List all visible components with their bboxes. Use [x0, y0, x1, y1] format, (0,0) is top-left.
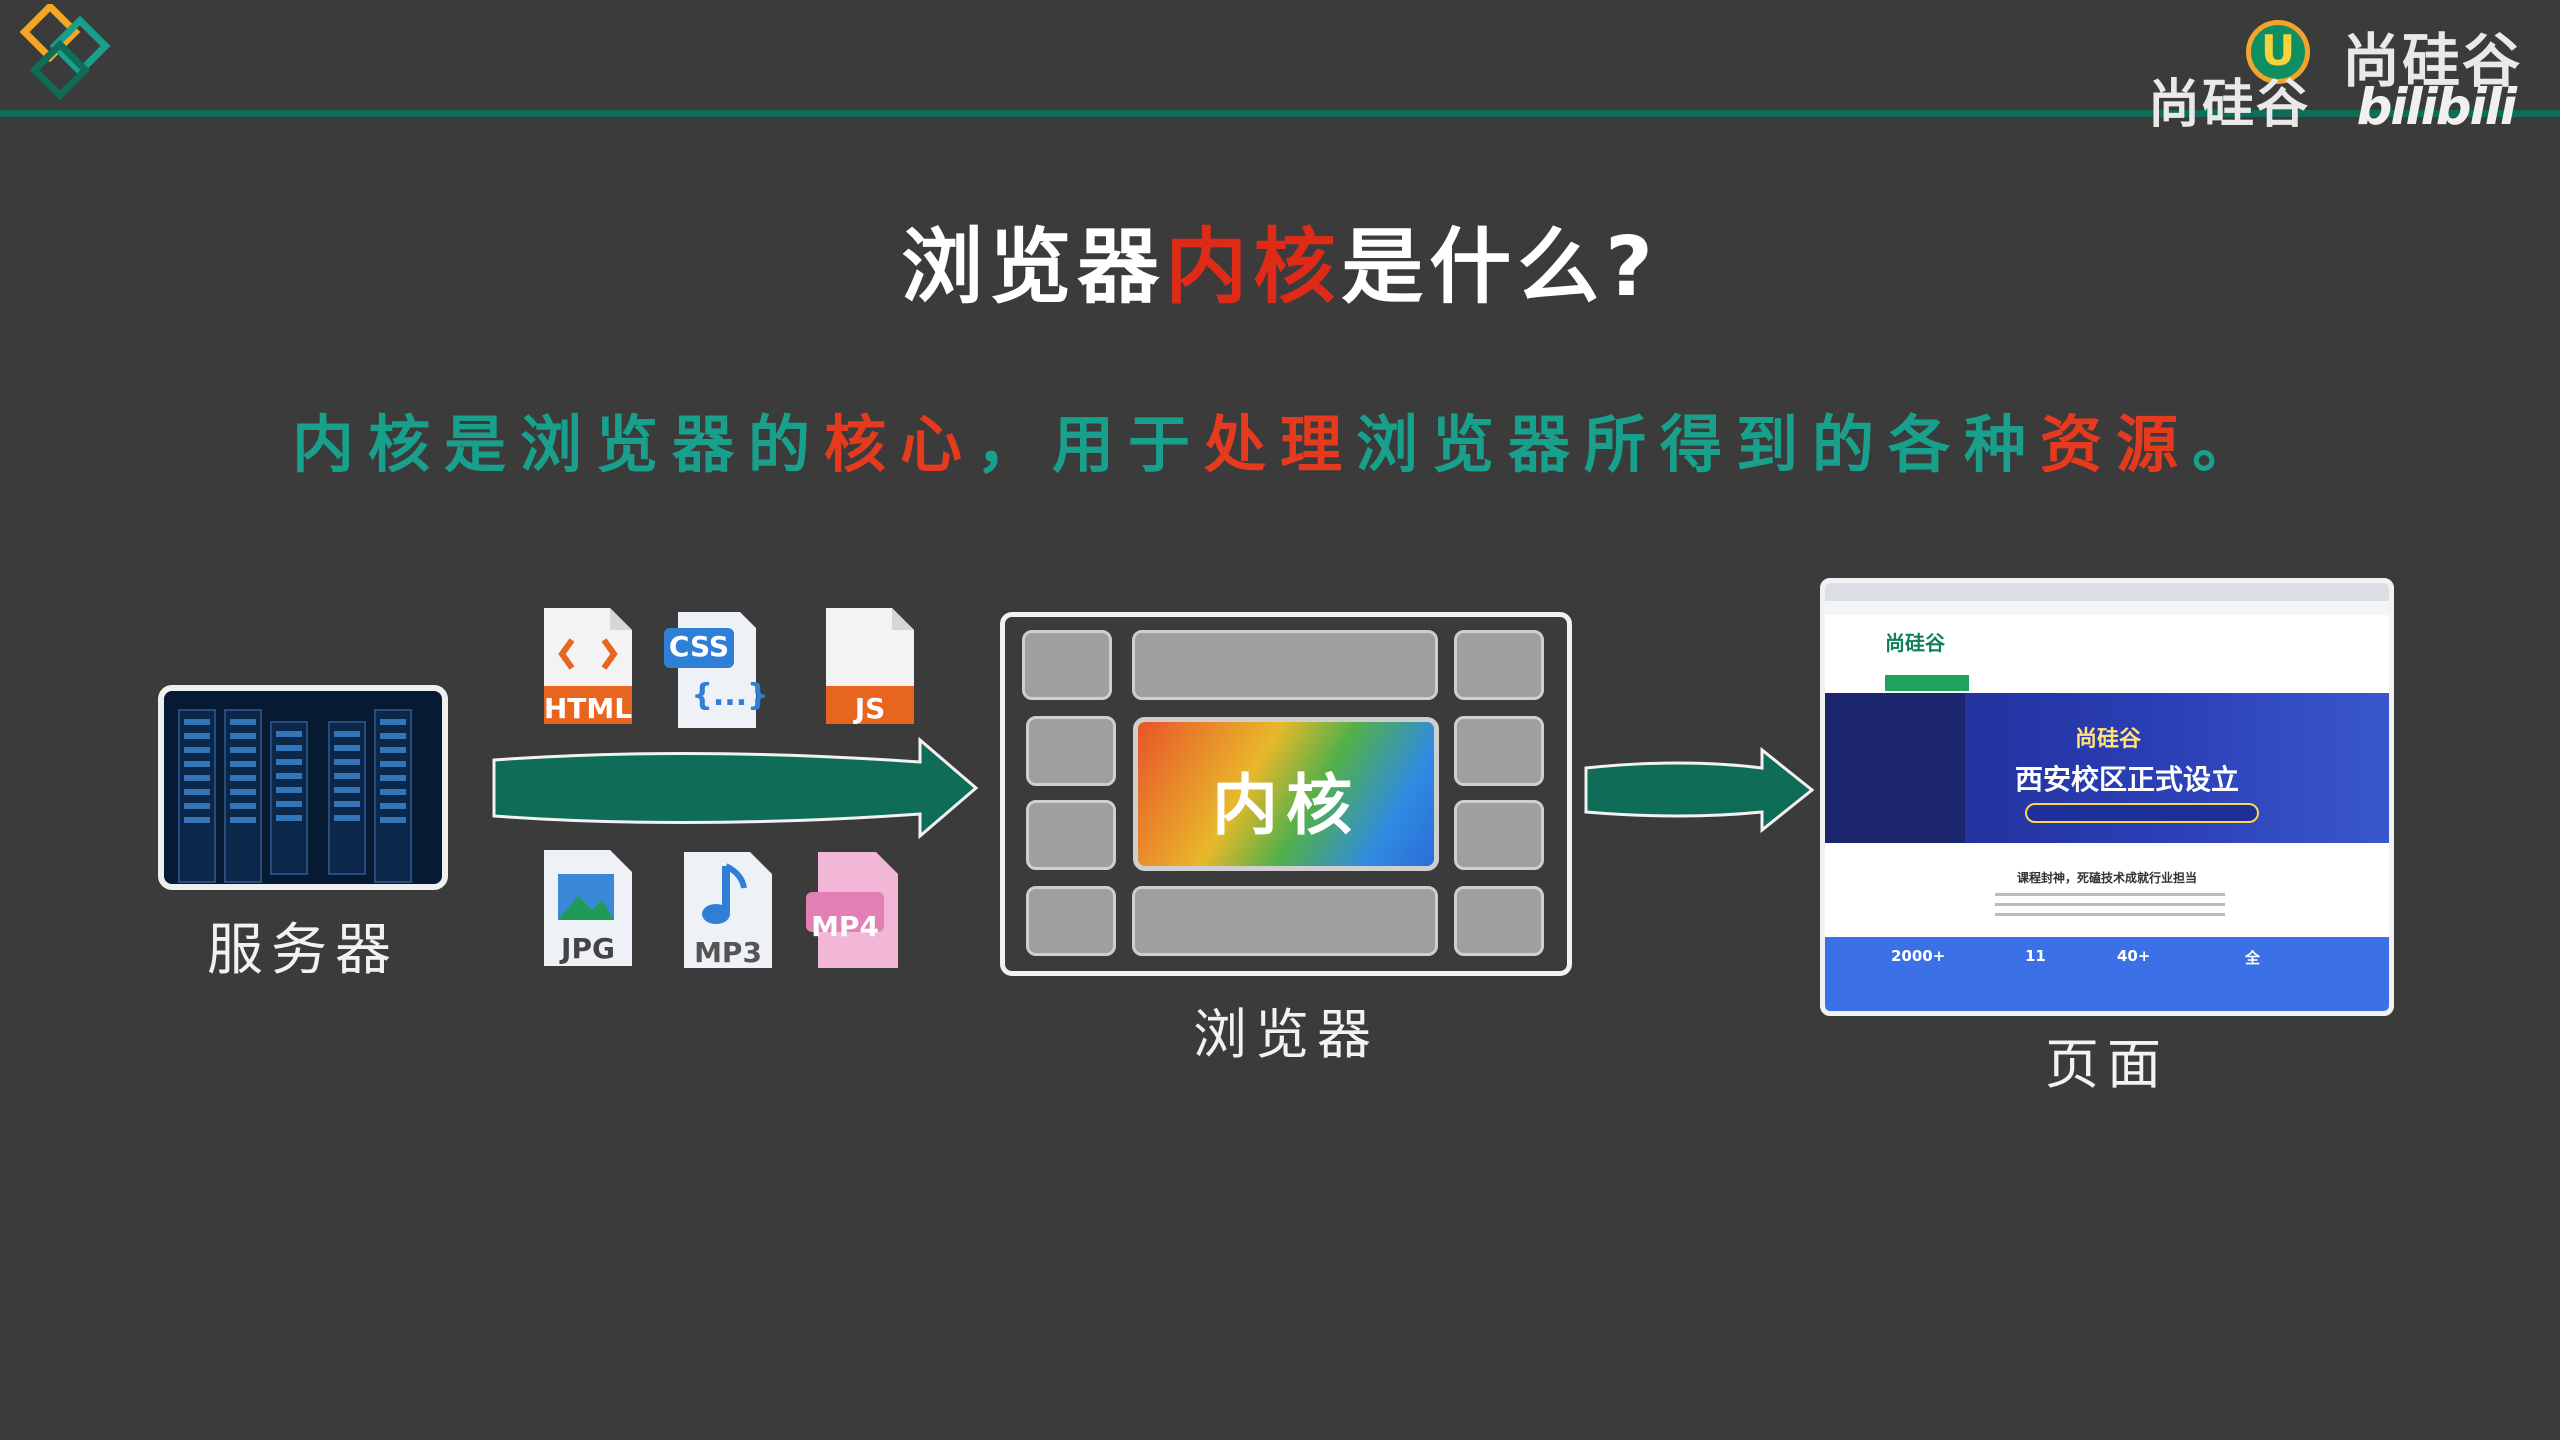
browser-cell	[1454, 800, 1544, 870]
subtitle-red-3: 资源	[2040, 408, 2193, 481]
page-banner-brand: 尚硅谷	[2075, 727, 2142, 752]
browser-box	[1000, 612, 1572, 976]
page-label: 页面	[2045, 1033, 2169, 1096]
corner-diamond-logo-icon	[19, 4, 111, 101]
css-braces: {...}	[691, 678, 769, 713]
mp4-file-label: MP4	[811, 910, 879, 943]
mp3-file-label: MP3	[694, 936, 762, 969]
page-stat: 全	[2245, 949, 2261, 967]
mp4-file-icon	[806, 852, 898, 968]
page-sidebar	[1825, 693, 1965, 843]
slide-subtitle: 内核是浏览器的核心，用于处理浏览器所得到的各种资源。	[0, 394, 2560, 484]
subtitle-seg-2: ，用于	[975, 408, 1204, 481]
js-file-label: JS	[854, 692, 886, 725]
subtitle-red-2: 处理	[1203, 408, 1356, 481]
html-file-label: HTML	[543, 692, 633, 725]
page-logo: 尚硅谷	[1885, 631, 1945, 655]
css-file-icon	[664, 612, 756, 728]
page-text-line	[1995, 893, 2225, 896]
page-banner-pill	[2025, 803, 2259, 823]
mp3-file-icon	[684, 852, 772, 968]
js-file-icon	[826, 608, 914, 724]
page-stat: 2000+	[1891, 947, 1946, 965]
page-stat: 40+	[2117, 947, 2151, 965]
server-image	[158, 685, 448, 890]
page-banner-title: 西安校区正式设立	[2015, 763, 2240, 796]
bilibili-watermark: bilibili	[2356, 78, 2517, 136]
browser-cell	[1026, 716, 1116, 786]
browser-cell	[1022, 630, 1112, 700]
page-address-bar	[1825, 601, 2389, 616]
browser-cell	[1026, 800, 1116, 870]
subtitle-red-1: 核心	[823, 408, 976, 481]
subtitle-seg-4: 。	[2192, 408, 2269, 481]
page-stats-bar	[1825, 937, 2389, 1011]
title-part-2: 是什么?	[1341, 220, 1659, 315]
css-file-label: CSS	[668, 630, 730, 663]
page-stat: 11	[2025, 947, 2046, 965]
browser-cell	[1454, 716, 1544, 786]
subtitle-seg-3: 浏览器所得到的各种	[1356, 408, 2041, 481]
jpg-file-label: JPG	[561, 932, 615, 965]
page-menu-tab	[1885, 675, 1969, 691]
slide-title: 浏览器内核是什么?	[0, 200, 2560, 319]
brand-name-text: 尚硅谷	[2147, 75, 2310, 135]
browser-cell	[1454, 630, 1544, 700]
header-rule	[0, 110, 2560, 117]
brand-u-logo-icon: U	[2246, 20, 2310, 84]
html-file-icon	[544, 608, 632, 724]
title-accent: 内核	[1165, 220, 1342, 315]
arrow-right-icon	[1584, 746, 1815, 834]
arrow-right-icon	[492, 736, 979, 840]
kernel-core-label: 内核	[1212, 767, 1360, 844]
subtitle-seg-1: 内核是浏览器的	[291, 408, 824, 481]
page-screenshot: 尚硅谷 尚硅谷 西安校区正式设立 课程封神，死磕技术成就行业担当 2000+ 1…	[1820, 578, 2394, 1016]
page-text-line	[1995, 903, 2225, 906]
browser-cell	[1454, 886, 1544, 956]
browser-cell	[1026, 886, 1116, 956]
jpg-file-icon	[544, 850, 632, 966]
brand-logo-text: 尚硅谷	[2341, 27, 2522, 95]
title-part-1: 浏览器	[901, 220, 1166, 315]
page-text-line	[1995, 913, 2225, 916]
browser-cell	[1132, 630, 1438, 700]
browser-cell	[1132, 886, 1438, 956]
server-label: 服务器	[207, 918, 399, 983]
browser-label: 浏览器	[1193, 1003, 1379, 1066]
page-tab-bar	[1825, 583, 2389, 601]
kernel-core-box	[1133, 717, 1439, 871]
page-slogan: 课程封神，死磕技术成就行业担当	[2016, 871, 2197, 885]
